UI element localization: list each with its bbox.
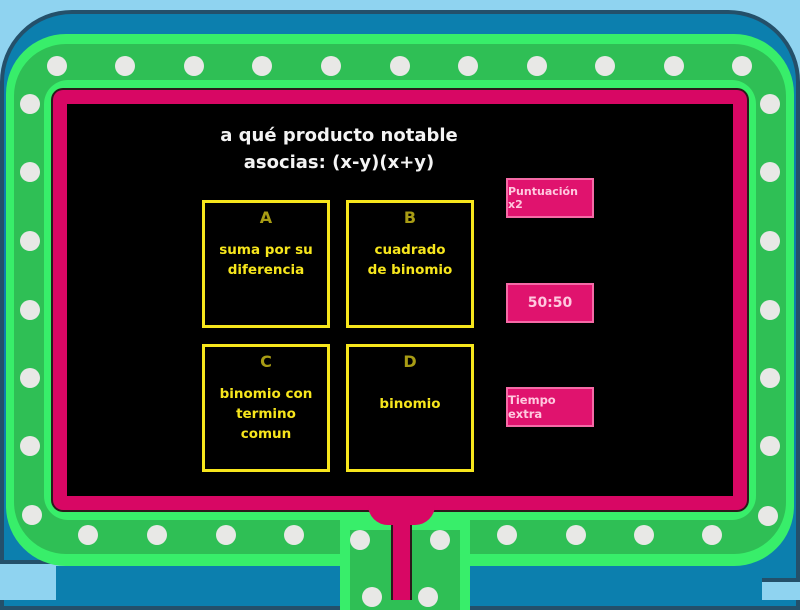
light-dot [702,525,722,545]
light-dot [20,231,40,251]
light-dot [20,94,40,114]
fifty-fifty-label: 50:50 [527,295,573,311]
light-dot [20,300,40,320]
frame-blue-gap-left [56,566,342,606]
answer-text-line: diferencia [227,262,305,278]
light-dot [20,368,40,388]
light-dot [566,525,586,545]
light-dot [115,56,135,76]
answer-a-button[interactable]: A suma por su diferencia [202,200,330,328]
answer-letter: A [259,208,273,227]
double-points-label: Puntuación x2 [508,185,578,211]
light-dot [595,56,615,76]
light-dot [497,525,517,545]
answer-text-line: cuadrado [374,242,446,258]
light-dot [22,505,42,525]
light-dot [664,56,684,76]
double-points-button[interactable]: Puntuación x2 [506,178,594,218]
question-text: a qué producto notable asocias: (x-y)(x+… [200,122,478,176]
answer-letter: B [403,208,417,227]
light-dot [634,525,654,545]
answer-text: suma por su diferencia [205,240,327,280]
frame-pink-stem-flare [368,505,435,525]
light-dot [760,436,780,456]
answer-letter: D [403,352,417,371]
light-dot [758,506,778,526]
light-dot [47,56,67,76]
answer-text-line: termino comun [236,406,296,442]
question-line-2: asocias: (x-y)(x+y) [243,152,435,173]
light-dot [458,56,478,76]
light-dot [527,56,547,76]
question-line-1: a qué producto notable [220,125,458,146]
light-dot [760,94,780,114]
answer-letter: C [260,352,272,371]
answer-text-line: binomio [379,396,441,412]
answer-b-button[interactable]: B cuadrado de binomio [346,200,474,328]
light-dot [321,56,341,76]
light-dot [184,56,204,76]
light-dot [362,587,382,607]
light-dot [20,162,40,182]
extra-time-button[interactable]: Tiempo extra [506,387,594,427]
answer-c-button[interactable]: C binomio con termino comun [202,344,330,472]
fifty-fifty-button[interactable]: 50:50 [506,283,594,323]
light-dot [284,525,304,545]
light-dot [78,525,98,545]
answer-d-button[interactable]: D binomio [346,344,474,472]
light-dot [760,231,780,251]
answer-text: binomio [349,394,471,414]
light-dot [350,530,370,550]
light-dot [20,436,40,456]
light-dot [760,300,780,320]
answer-text: cuadrado de binomio [349,240,471,280]
frame-pink-stem [393,505,410,600]
light-dot [216,525,236,545]
answer-text-line: binomio con [219,386,313,402]
light-dot [147,525,167,545]
light-dot [390,56,410,76]
light-dot [760,162,780,182]
light-dot [732,56,752,76]
light-dot [252,56,272,76]
answer-text-line: de binomio [367,262,453,278]
light-dot [418,587,438,607]
light-dot [760,368,780,388]
light-dot [430,530,450,550]
extra-time-label: Tiempo extra [508,393,556,421]
answer-text-line: suma por su [219,242,313,258]
frame-blue-gap-right [462,566,762,606]
answer-text: binomio con termino comun [205,384,327,444]
